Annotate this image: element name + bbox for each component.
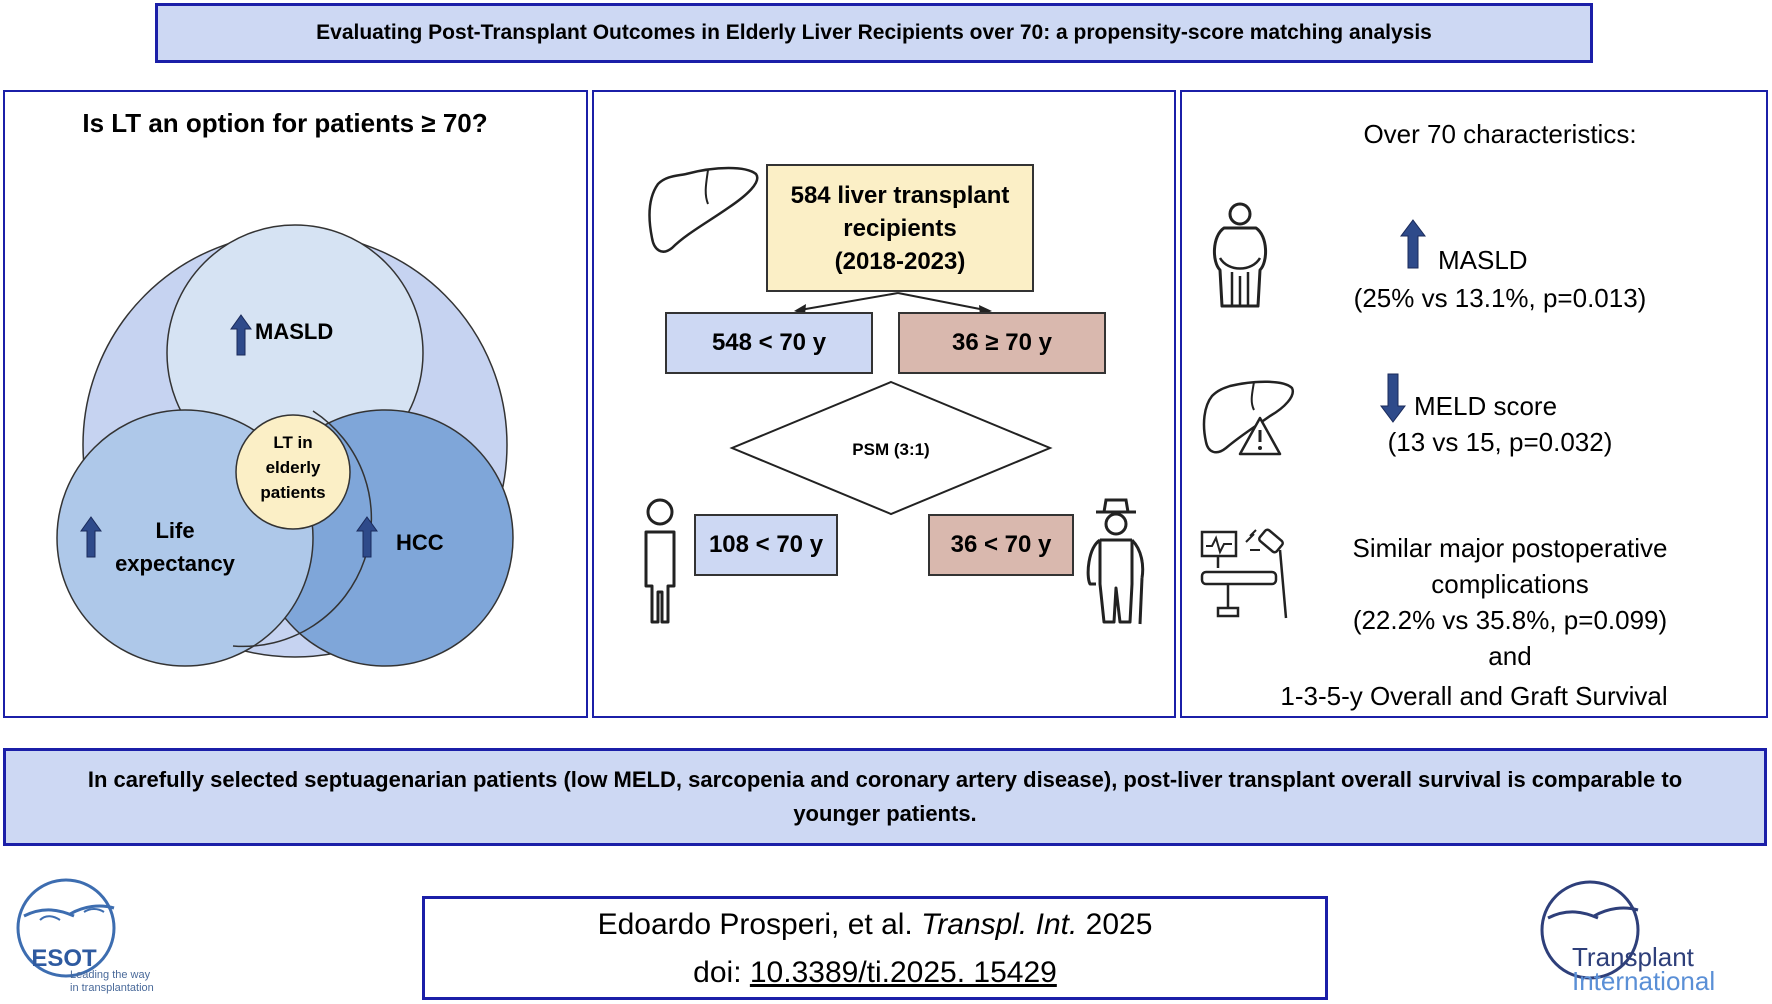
total-line-2: recipients <box>843 214 957 242</box>
liver-warning-icon <box>1202 380 1295 456</box>
venn-left-label-2: expectancy <box>115 551 236 576</box>
venn-right-label: HCC <box>396 530 444 555</box>
arrow-up-icon <box>1400 219 1426 269</box>
citation-year: 2025 <box>1085 908 1153 941</box>
complications-line-3: (22.2% vs 35.8%, p=0.099) <box>1352 605 1668 635</box>
masld-label: MASLD <box>1438 245 1528 275</box>
page-title: Evaluating Post-Transplant Outcomes in E… <box>316 21 1432 44</box>
citation-line-2: doi: 10.3389/ti.2025. 15429 <box>425 949 1325 997</box>
operating-room-icon <box>1200 528 1288 619</box>
conclusion-line-1: In carefully selected septuagenarian pat… <box>87 767 1683 792</box>
matched-old-box: 36 < 70 y <box>928 514 1074 576</box>
complications-line-4: and <box>1488 641 1532 671</box>
citation-authors: Edoardo Prosperi, et al. <box>597 908 913 941</box>
matched-old-label: 36 < 70 y <box>950 531 1052 558</box>
complications-stats-block: (22.2% vs 35.8%, p=0.099) and <box>1240 602 1772 674</box>
ti-line-2: International <box>1572 966 1715 996</box>
venn-diagram: MASLD Life expectancy HCC LT in elderly … <box>56 224 514 667</box>
survival-line: 1-3-5-y Overall and Graft Survival <box>1280 681 1668 711</box>
liver-icon <box>648 166 759 253</box>
total-line-1: 584 liver transplant <box>790 181 1010 209</box>
matched-young-box: 108 < 70 y <box>694 514 838 576</box>
old-group-box: 36 ≥ 70 y <box>898 312 1106 374</box>
venn-center-label-2: elderly <box>266 458 321 477</box>
esot-name: ESOT <box>31 945 97 972</box>
venn-center-label-1: LT in <box>273 433 312 452</box>
esot-logo: ESOT Leading the way in transplantation <box>16 878 154 994</box>
person-icon <box>644 498 676 624</box>
masld-stats: (25% vs 13.1%, p=0.013) <box>1353 283 1647 313</box>
total-line-3: (2018-2023) <box>834 247 966 275</box>
venn-left-label-1: Life <box>155 518 194 543</box>
right-heading: Over 70 characteristics: <box>1363 119 1637 149</box>
ti-line-1: Transplant <box>1572 942 1695 972</box>
venn-top-label: MASLD <box>255 319 333 344</box>
citation-line-1: Edoardo Prosperi, et al. Transpl. Int. 2… <box>425 901 1325 949</box>
meld-label: MELD score <box>1414 391 1558 421</box>
psm-label: PSM (3:1) <box>852 440 929 459</box>
complications-line-2: complications <box>1431 569 1589 599</box>
old-group-label: 36 ≥ 70 y <box>952 329 1052 356</box>
venn-center-label-3: patients <box>260 483 325 502</box>
psm-diamond: PSM (3:1) <box>729 380 1053 516</box>
citation-box: Edoardo Prosperi, et al. Transpl. Int. 2… <box>422 896 1328 1000</box>
doi-prefix: doi: <box>693 956 742 989</box>
arrow-up-icon <box>80 516 102 558</box>
arrow-up-icon <box>230 314 252 356</box>
venn-question: Is LT an option for patients ≥ 70? <box>82 108 488 138</box>
elderly-person-icon <box>1086 498 1145 625</box>
meld-stats: (13 vs 15, p=0.032) <box>1387 427 1613 457</box>
transplant-international-logo: Transplant International <box>1540 880 1715 996</box>
esot-tagline-2: in transplantation <box>70 982 154 994</box>
title-banner: Evaluating Post-Transplant Outcomes in E… <box>155 3 1593 63</box>
young-group-label: 548 < 70 y <box>711 329 827 356</box>
venn-center-circle <box>235 414 351 530</box>
arrow-down-icon <box>1380 373 1406 423</box>
young-group-box: 548 < 70 y <box>665 312 873 374</box>
total-recipients-box: 584 liver transplant recipients (2018-20… <box>766 164 1034 292</box>
complications-line-1: Similar major postoperative <box>1352 533 1668 563</box>
conclusion-line-2: younger patients. <box>793 801 977 826</box>
matched-young-label: 108 < 70 y <box>708 531 824 558</box>
complications-block: Similar major postoperative complication… <box>1290 530 1730 602</box>
arrow-up-icon <box>356 516 378 558</box>
citation-journal: Transpl. Int. <box>921 908 1078 941</box>
doi-link[interactable]: 10.3389/ti.2025. 15429 <box>749 956 1057 989</box>
esot-tagline-1: Leading the way <box>70 969 151 981</box>
conclusion-banner: In carefully selected septuagenarian pat… <box>3 748 1767 846</box>
obese-person-icon <box>1213 202 1267 308</box>
